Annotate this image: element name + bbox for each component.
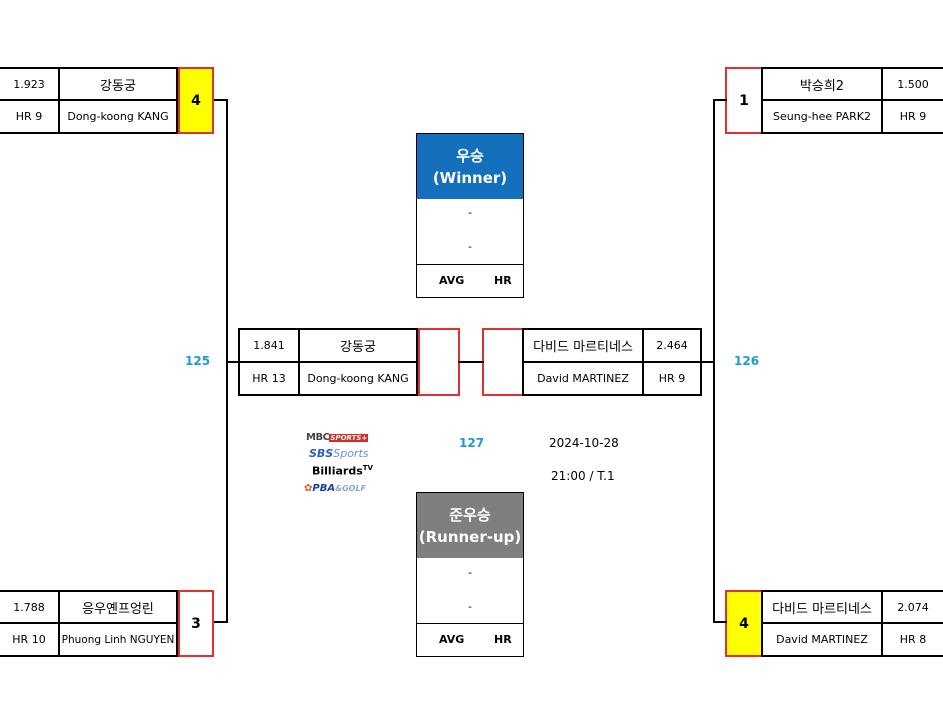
runner-up-box: 준우승 (Runner-up) - - AVG HR: [416, 492, 524, 657]
final-card-right: 다비드 마르티네스 2.464 David MARTINEZ HR 9: [482, 328, 702, 396]
bracket-line: [713, 99, 727, 101]
winner-hr-label: HR: [494, 274, 512, 287]
billiards-tv-logo: BilliardsTV: [312, 464, 373, 478]
winner-title: 우승: [456, 146, 484, 165]
player-avg: 1.923: [0, 67, 60, 101]
player-name-en: Seung-hee PARK2: [761, 99, 883, 134]
player-card-top-right: 1 박승희2 1.500 Seung-hee PARK2 HR 9: [725, 67, 943, 134]
player-card-bottom-left: 1.788 응우옌프엉린 HR 10 Phuong Linh NGUYEN 3: [0, 590, 214, 657]
player-hr: HR 10: [0, 622, 60, 657]
player-hr: HR 9: [642, 361, 702, 396]
player-name-kr: 다비드 마르티네스: [522, 328, 644, 363]
match-number-right: 126: [734, 354, 760, 368]
player-score: 3: [178, 590, 214, 657]
player-name-en: David MARTINEZ: [761, 622, 883, 657]
player-score: [482, 328, 524, 396]
player-avg: 2.074: [881, 590, 943, 624]
player-hr: HR 9: [0, 99, 60, 134]
broadcaster-logos: MBCSPORTS+ SBSSports BilliardsTV ✿PBA&GO…: [304, 431, 384, 501]
runner-up-header: 준우승 (Runner-up): [417, 493, 523, 558]
player-hr: HR 13: [238, 361, 300, 396]
player-score: 4: [178, 67, 214, 134]
sbs-sports-logo: SBSSports: [309, 447, 369, 460]
player-name-kr: 다비드 마르티네스: [761, 590, 883, 624]
winner-subtitle: (Winner): [432, 168, 508, 187]
winner-divider: [417, 264, 523, 265]
player-name-kr: 응우옌프엉린: [58, 590, 178, 624]
player-avg: 2.464: [642, 328, 702, 363]
player-name-en: Dong-koong KANG: [58, 99, 178, 134]
runner-up-subtitle: (Runner-up): [418, 527, 522, 546]
bracket-line: [214, 99, 228, 101]
runner-up-hr-label: HR: [494, 633, 512, 646]
runner-up-line2: -: [468, 600, 472, 613]
winner-avg-label: AVG: [439, 274, 465, 287]
mbc-sports-logo: MBCSPORTS+: [306, 432, 369, 443]
player-score: [418, 328, 460, 396]
runner-up-line1: -: [468, 566, 472, 579]
pba-golf-logo: ✿PBA&GOLF: [304, 483, 366, 494]
bracket-line: [713, 621, 727, 623]
bracket-line: [458, 361, 484, 363]
winner-header: 우승 (Winner): [417, 134, 523, 199]
player-name-kr: 박승희2: [761, 67, 883, 101]
player-hr: HR 8: [881, 622, 943, 657]
final-card-left: 1.841 강동궁 HR 13 Dong-koong KANG: [238, 328, 460, 396]
match-date: 2024-10-28: [549, 436, 619, 450]
winner-box: 우승 (Winner) - - AVG HR: [416, 133, 524, 298]
player-avg: 1.841: [238, 328, 300, 363]
player-avg: 1.500: [881, 67, 943, 101]
match-time-table: 21:00 / T.1: [551, 469, 615, 483]
player-name-en: Phuong Linh NGUYEN: [58, 622, 178, 657]
player-score: 1: [725, 67, 763, 134]
match-number-left: 125: [185, 354, 211, 368]
player-name-en: Dong-koong KANG: [298, 361, 418, 396]
player-avg: 1.788: [0, 590, 60, 624]
match-number-final: 127: [459, 436, 485, 450]
player-hr: HR 9: [881, 99, 943, 134]
bracket-line: [214, 621, 228, 623]
runner-up-divider: [417, 623, 523, 624]
winner-line2: -: [468, 240, 472, 253]
runner-up-title: 준우승: [449, 505, 491, 524]
player-name-kr: 강동궁: [298, 328, 418, 363]
player-card-top-left: 1.923 강동궁 HR 9 Dong-koong KANG 4: [0, 67, 214, 134]
winner-line1: -: [468, 206, 472, 219]
player-card-bottom-right: 4 다비드 마르티네스 2.074 David MARTINEZ HR 8: [725, 590, 943, 657]
player-name-kr: 강동궁: [58, 67, 178, 101]
bracket-line: [226, 361, 240, 363]
runner-up-avg-label: AVG: [439, 633, 465, 646]
bracket-line: [700, 361, 715, 363]
player-score: 4: [725, 590, 763, 657]
player-name-en: David MARTINEZ: [522, 361, 644, 396]
